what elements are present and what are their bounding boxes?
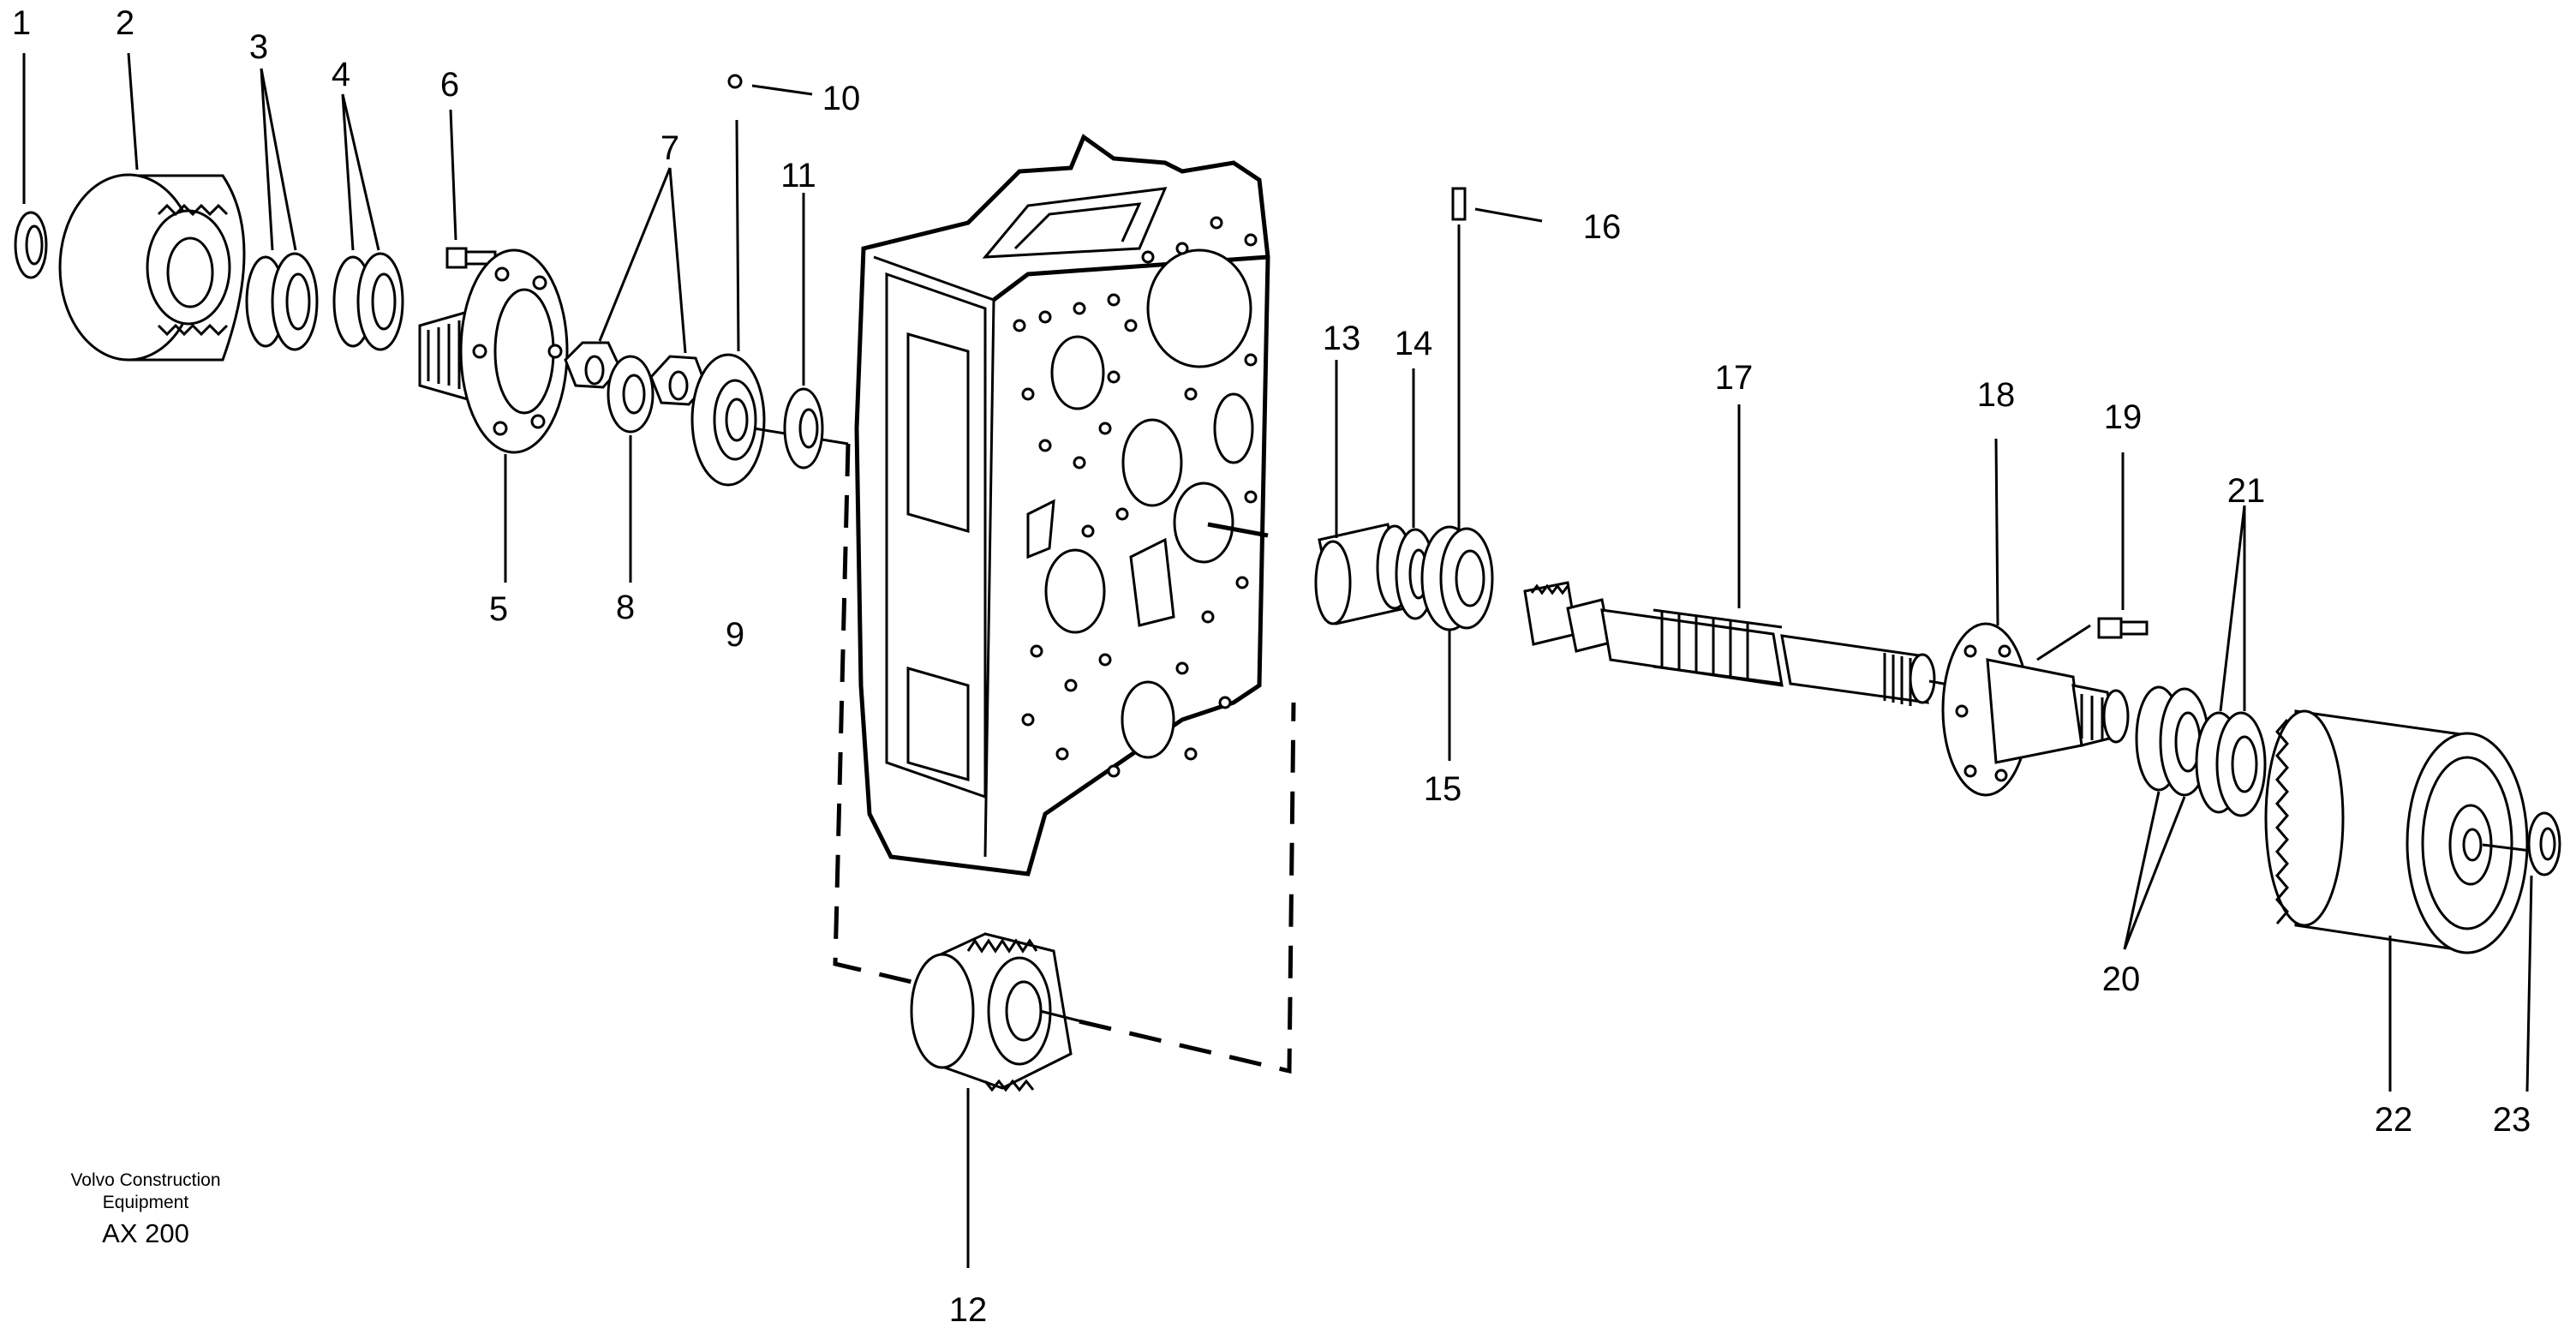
caption-line-1: Volvo Construction (70, 1170, 220, 1190)
callout-20: 20 (2102, 960, 2141, 998)
callout-23: 23 (2493, 1101, 2531, 1139)
callout-5: 5 (489, 590, 508, 628)
callout-1: 1 (12, 4, 31, 42)
callout-19: 19 (2104, 398, 2143, 436)
part-23-snap-ring (2482, 811, 2561, 1092)
part-16-pin (1451, 187, 1543, 529)
part-6-bolt (445, 109, 525, 293)
caption-line-2: Equipment (103, 1193, 189, 1212)
callout-6: 6 (440, 66, 459, 104)
part-12-gear (910, 932, 1082, 1268)
part-22-clutch-drum (2264, 709, 2529, 1092)
part-11-seal (783, 193, 824, 470)
callout-3: 3 (249, 28, 268, 66)
callout-7: 7 (660, 129, 679, 167)
callout-14: 14 (1395, 325, 1433, 362)
callout-2: 2 (116, 4, 134, 42)
part-21-rings (2195, 505, 2267, 817)
callout-16: 16 (1583, 208, 1622, 246)
part-7-hex-nuts (564, 167, 708, 406)
callout-15: 15 (1424, 770, 1462, 808)
part-15-bearing (1420, 525, 1494, 761)
part-1-snap-ring (14, 53, 48, 279)
callout-labels: 1 2 3 4 5 6 7 8 9 10 11 12 13 14 15 16 1… (12, 4, 2531, 1328)
part-8-washer (607, 355, 654, 583)
publisher-caption: Volvo Construction Equipment AX 200 (70, 1170, 220, 1248)
callout-17: 17 (1715, 359, 1754, 397)
part-19-bolt (2097, 452, 2149, 639)
caption-model: AX 200 (102, 1218, 189, 1248)
callout-18: 18 (1977, 376, 2016, 414)
part-17-main-shaft (1523, 404, 1954, 706)
part-3-rings (245, 68, 319, 351)
dashed-bracket (833, 443, 1296, 1074)
callout-13: 13 (1323, 320, 1361, 357)
part-5-pump-housing (418, 248, 569, 583)
callout-10: 10 (822, 80, 861, 117)
part-10-ball (727, 74, 813, 96)
callout-12: 12 (949, 1291, 988, 1328)
gearbox-housing (854, 134, 1270, 876)
part-4-rings (332, 93, 404, 351)
callout-11: 11 (780, 157, 816, 194)
part-18-bearing-housing (1941, 438, 2130, 797)
callout-21: 21 (2227, 472, 2266, 510)
part-9-bearing (690, 119, 849, 487)
callout-4: 4 (332, 56, 350, 93)
part-2-clutch-drum (58, 52, 246, 362)
callout-8: 8 (616, 589, 635, 626)
callout-22: 22 (2375, 1101, 2413, 1139)
callout-9: 9 (726, 616, 744, 654)
part-20-rings (2123, 685, 2210, 950)
